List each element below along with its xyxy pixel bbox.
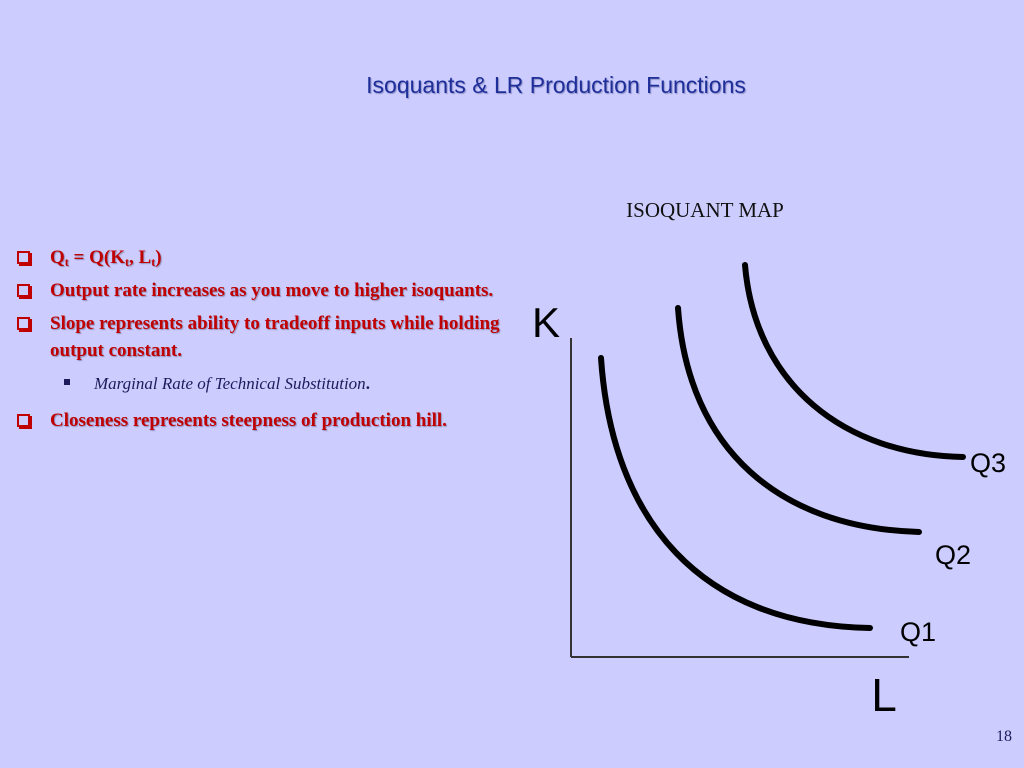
isoquant-curve-q3 — [742, 262, 966, 460]
bullet-close: ) — [155, 247, 162, 268]
bullet-production-function: Qt = Q(Kt, Lt) — [10, 244, 520, 271]
curve-label-q3: Q3 — [970, 448, 1006, 478]
curve-label-q1: Q1 — [900, 617, 936, 647]
checkbox-bullet-icon — [17, 251, 30, 264]
page-number: 18 — [996, 728, 1012, 745]
sub-bullet-text: Marginal Rate of Technical Substitution — [94, 374, 366, 393]
curve-label-q2: Q2 — [935, 540, 971, 570]
bullet-text: Output rate increases as you move to hig… — [50, 280, 494, 301]
sub-bullet-period: . — [365, 374, 370, 393]
subscript-t: t — [125, 255, 129, 269]
bullet-text: Slope represents ability to tradeoff inp… — [50, 313, 500, 361]
slide-title: Isoquants & LR Production Functions — [366, 72, 746, 98]
diagram-heading: ISOQUANT MAP — [626, 198, 784, 222]
checkbox-bullet-icon — [17, 284, 30, 297]
bullet-comma: , L — [129, 247, 152, 268]
bullet-output-rate: Output rate increases as you move to hig… — [10, 277, 520, 304]
bullet-slope: Slope represents ability to tradeoff inp… — [10, 310, 520, 364]
bullet-closeness: Closeness represents steepness of produc… — [10, 407, 520, 434]
bullet-text: Closeness represents steepness of produc… — [50, 410, 447, 431]
bullet-q: Q — [50, 247, 65, 268]
checkbox-bullet-icon — [17, 317, 30, 330]
y-axis-label: K — [532, 299, 560, 346]
subscript-t: t — [151, 255, 156, 269]
bullet-eq: = Q(K — [68, 247, 125, 268]
subscript-t: t — [64, 255, 69, 269]
square-bullet-icon — [64, 379, 70, 385]
x-axis-label: L — [871, 669, 897, 721]
bullet-list: Qt = Q(Kt, Lt) Output rate increases as … — [10, 244, 520, 440]
isoquant-curve-q1 — [598, 355, 873, 631]
sub-bullet-mrts: Marginal Rate of Technical Substitution. — [10, 370, 520, 397]
isoquant-curve-q2 — [675, 305, 922, 535]
checkbox-bullet-icon — [17, 414, 30, 427]
